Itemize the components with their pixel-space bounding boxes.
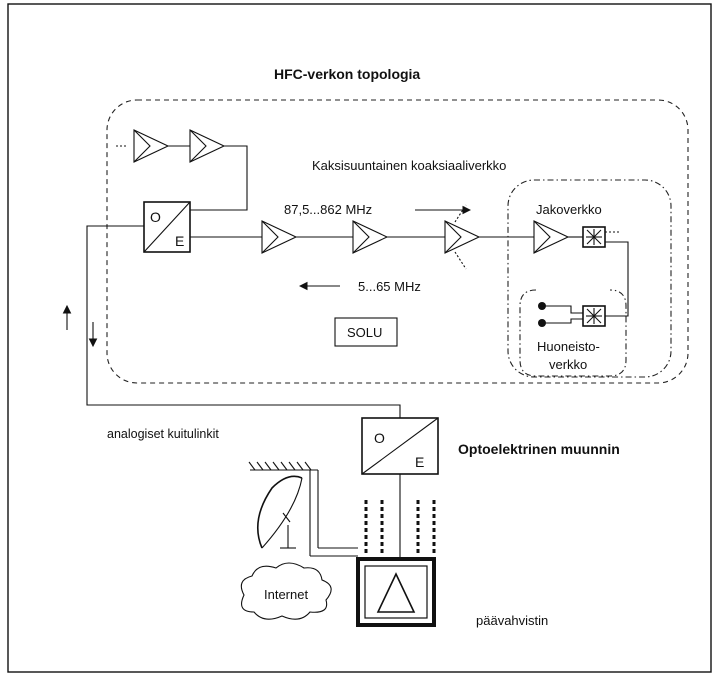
- cell-boundary: [106, 99, 689, 384]
- amplifier-icon: [533, 220, 570, 254]
- converter-label: Optoelektrinen muunnin: [458, 441, 620, 457]
- apartment-network-boundary: [519, 289, 627, 377]
- splitter-top: [582, 226, 606, 248]
- amplifier-icon: [444, 220, 481, 254]
- page-frame: [7, 3, 712, 673]
- satellite-dish-icon: [248, 461, 358, 557]
- oe-label-e: E: [415, 454, 424, 470]
- internet-cloud-icon: [240, 562, 332, 620]
- oe-label-o: O: [150, 209, 161, 225]
- internet-label: Internet: [264, 587, 308, 602]
- distribution-network-label: Jakoverkko: [536, 202, 602, 217]
- main-amplifier-icon: [356, 557, 436, 627]
- downstream-frequency-label: 87,5...862 MHz: [284, 202, 372, 217]
- diagram-title: HFC-verkon topologia: [274, 66, 420, 82]
- amplifier-icon: [352, 220, 389, 254]
- fiber-links-label: analogiset kuitulinkit: [107, 427, 219, 441]
- cell-label: SOLU: [347, 325, 382, 340]
- coax-network-label: Kaksisuuntainen koaksiaaliverkko: [312, 158, 506, 173]
- amplifier-icon: [133, 129, 170, 163]
- splitter-bottom: [582, 305, 606, 327]
- amplifier-icon: [189, 129, 226, 163]
- oe-label-o: O: [374, 430, 385, 446]
- top-branch: [116, 129, 248, 211]
- distribution-network-boundary: [507, 179, 672, 378]
- cell-label-box: [334, 317, 398, 347]
- amplifier-icon: [261, 220, 298, 254]
- apartment-network-label-line1: Huoneisto-: [537, 339, 600, 354]
- main-amplifier-label: päävahvistin: [476, 613, 548, 628]
- upstream-frequency-label: 5...65 MHz: [358, 279, 421, 294]
- top-oe-converter: O E: [143, 201, 191, 253]
- fiber-link-line: [86, 225, 401, 418]
- oe-label-e: E: [175, 233, 184, 249]
- apartment-network-label-line2: verkko: [549, 357, 587, 372]
- bottom-oe-converter: O E: [361, 417, 439, 475]
- feed-lines: [364, 500, 436, 556]
